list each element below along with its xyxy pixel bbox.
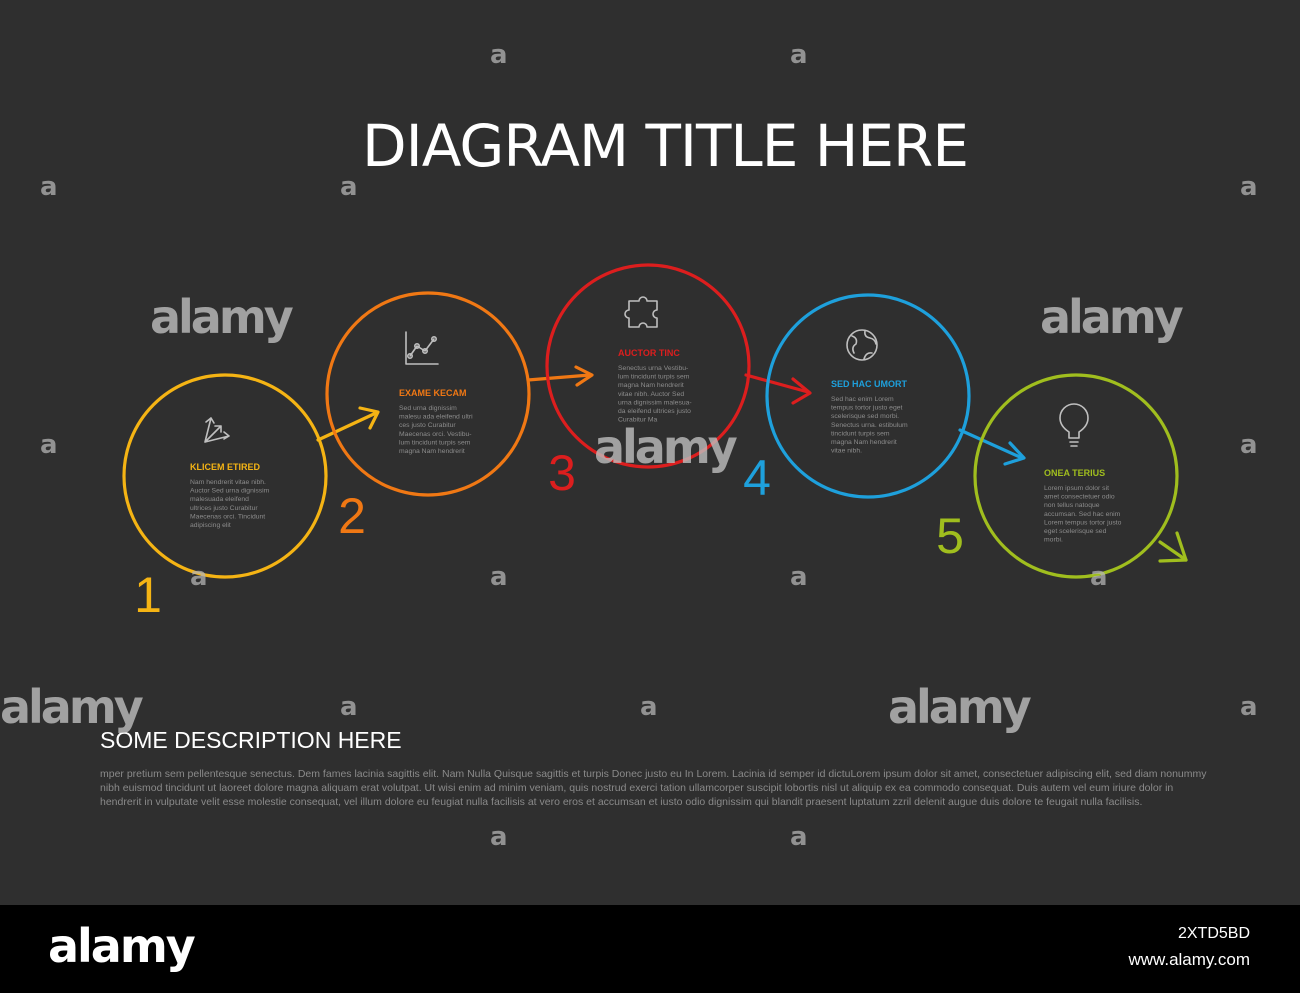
- step-title: AUCTOR TINC: [618, 348, 680, 358]
- step-circle: [122, 373, 328, 579]
- step-text-line: non tellus natoque: [1044, 502, 1100, 509]
- watermark-logo: alamy: [888, 680, 1032, 734]
- step-connector-arrow: [958, 428, 1024, 460]
- process-step: 1 KLICEM ETIRED Nam hendrerit vitae nibh. A…: [122, 373, 380, 623]
- watermark-mark: a: [490, 562, 508, 592]
- process-step: 4 SED HAC UMORT Sed hac enim Lorem tempus t…: [743, 293, 1026, 506]
- arrowhead: [574, 365, 594, 387]
- watermark-mark: a: [790, 822, 808, 852]
- globe-icon: [846, 329, 878, 361]
- watermark-mark: a: [340, 692, 358, 722]
- infographic-canvas: DIAGRAM TITLE HERE 1 KLICEM ETIRED Nam hen…: [0, 40, 1258, 852]
- step-text-line: amet consectetuer odio: [1044, 494, 1115, 501]
- step-text-line: accumsan. Sed hac enim: [1044, 511, 1121, 518]
- watermark-mark: a: [190, 562, 208, 592]
- step-circle: [325, 291, 531, 497]
- step-text-line: Senectus urna Vestibu-: [618, 365, 688, 372]
- process-step: 5 ONEA TERIUS Lorem ipsum dolor sit amet co…: [936, 373, 1188, 579]
- arrowhead: [358, 406, 380, 430]
- step-circle: [973, 373, 1179, 579]
- step-text-line: da eleifend ultrices justo: [618, 408, 691, 415]
- step-title: EXAME KECAM: [399, 388, 467, 398]
- watermark-mark: a: [490, 822, 508, 852]
- watermark-mark: a: [1240, 692, 1258, 722]
- description-title: SOME DESCRIPTION HERE: [100, 727, 402, 753]
- step-title: SED HAC UMORT: [831, 379, 908, 389]
- step-text-line: scelerisque sed morbi.: [831, 413, 899, 420]
- diagram-title: DIAGRAM TITLE HERE: [361, 112, 969, 180]
- process-flow: 1 KLICEM ETIRED Nam hendrerit vitae nibh. A…: [122, 263, 1188, 623]
- watermark-mark: a: [1240, 172, 1258, 202]
- step-text-line: Auctor Sed urna dignissim: [190, 488, 270, 495]
- watermark-mark: a: [40, 172, 58, 202]
- watermark-logo: alamy: [150, 290, 294, 344]
- step-text-line: urna dignissim malesua-: [618, 399, 692, 406]
- puzzle-piece-icon: [624, 296, 658, 328]
- line-chart-icon: [405, 331, 439, 365]
- step-text-line: vitae nibh.: [831, 448, 862, 455]
- step-text-line: Lorem tempus tortor justo: [1044, 519, 1122, 526]
- arrowhead: [1003, 441, 1026, 466]
- watermark-mark: a: [490, 40, 508, 70]
- step-text-line: magna Nam hendrerit: [831, 439, 897, 446]
- step-text-line: Sed hac enim Lorem: [831, 396, 894, 403]
- image-id: 2XTD5BD: [1177, 925, 1250, 942]
- step-text-line: lum tincidunt turpis sem: [618, 374, 690, 381]
- step-text-line: Maecenas orci. Vestibu-: [399, 431, 472, 438]
- watermark-mark: a: [790, 40, 808, 70]
- step-text-line: malesuada eleifend: [190, 496, 249, 503]
- step-connector-arrow: [1158, 540, 1188, 562]
- description-text: mper pretium sem pellentesque senectus. …: [100, 768, 1207, 808]
- step-text-line: malesu ada eleifend ultri: [399, 414, 473, 421]
- arrowhead: [791, 377, 812, 405]
- step-text-line: Curabitur Ma: [618, 417, 658, 424]
- step-text-line: Nam hendrerit vitae nibh.: [190, 479, 266, 486]
- step-text-line: Senectus urna. estibulum: [831, 422, 908, 429]
- site-url: www.alamy.com: [1128, 950, 1250, 969]
- step-text-line: vitae nibh. Auctor Sed: [618, 391, 684, 398]
- step-text-line: Sed urna dignissim: [399, 405, 457, 412]
- watermark-mark: a: [340, 172, 358, 202]
- step-text-line: lum tincidunt turpis sem: [399, 439, 471, 446]
- process-step: 3 AUCTOR TINC Senectus urna Vestibu-lum ti…: [545, 263, 812, 501]
- step-connector-arrow: [744, 373, 810, 394]
- watermark-logo: alamy: [1040, 290, 1184, 344]
- step-circle: [765, 293, 971, 499]
- alamy-logo: alamy: [48, 919, 196, 973]
- step-circle: [545, 263, 751, 469]
- step-number: 5: [936, 508, 964, 564]
- step-text-line: eget scelerisque sed: [1044, 528, 1107, 535]
- step-title: KLICEM ETIRED: [190, 462, 261, 472]
- process-step: 2 EXAME KECAM Sed urna dignissim malesu ada…: [325, 291, 594, 544]
- step-text-line: Maecenas orci. Tincidunt: [190, 513, 265, 520]
- step-number: 1: [134, 567, 162, 623]
- step-number: 3: [548, 445, 576, 501]
- step-text-line: tincidunt turpis sem: [831, 430, 890, 437]
- step-number: 4: [743, 450, 771, 506]
- light-bulb-icon: [1059, 403, 1089, 447]
- step-text-line: tempus tortor justo eget: [831, 405, 903, 412]
- step-text-line: ces justo Curabitur: [399, 422, 456, 429]
- watermark-mark: a: [1240, 430, 1258, 460]
- step-text-line: magna Nam hendrerit: [618, 382, 684, 389]
- step-text-line: Lorem ipsum dolor sit: [1044, 485, 1109, 492]
- watermark-mark: a: [40, 430, 58, 460]
- arrowhead: [1158, 531, 1188, 563]
- step-connector-arrow: [316, 411, 378, 442]
- step-text-line: ultrices justo Curabitur: [190, 505, 258, 512]
- step-text-line: adipiscing elit: [190, 522, 231, 529]
- scatter-arrows-icon: [204, 417, 230, 443]
- step-title: ONEA TERIUS: [1044, 468, 1105, 478]
- watermark-mark: a: [790, 562, 808, 592]
- step-connector-arrow: [526, 373, 592, 382]
- watermark-mark: a: [640, 692, 658, 722]
- watermark-logo: alamy: [594, 420, 738, 474]
- step-number: 2: [338, 488, 366, 544]
- watermark-logo: alamy: [0, 680, 144, 734]
- step-text-line: magna Nam hendrerit: [399, 448, 465, 455]
- stock-footer-bar: alamy 2XTD5BD www.alamy.com: [0, 905, 1300, 993]
- step-text-line: morbi.: [1044, 537, 1063, 544]
- watermark-mark: a: [1090, 562, 1108, 592]
